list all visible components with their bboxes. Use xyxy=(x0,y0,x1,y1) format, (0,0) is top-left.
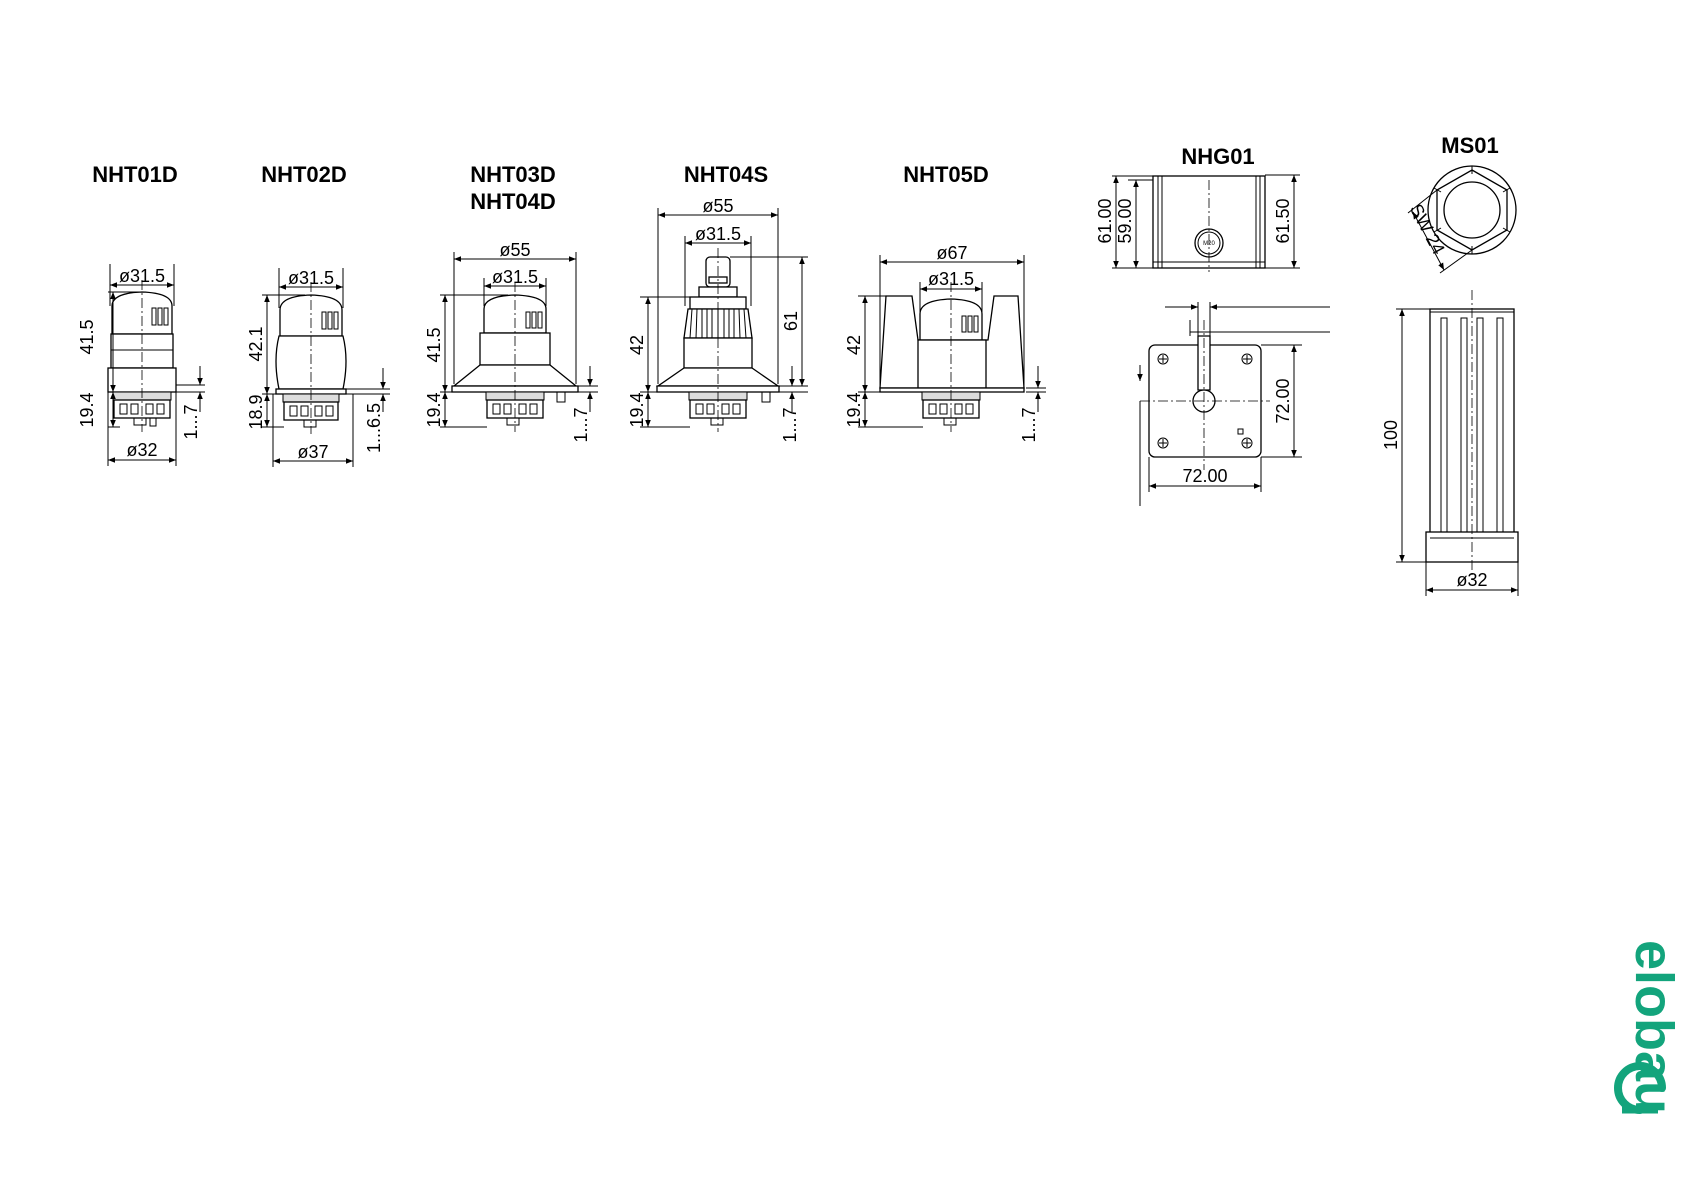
dim-nht02d-height: 42.1 xyxy=(246,326,266,361)
title-nht05d: NHT05D xyxy=(903,162,989,187)
drawing-nhg01: NHG01 M20 61.00 59.00 61.50 xyxy=(1095,144,1330,506)
part-nhg01-front: M20 xyxy=(1153,176,1265,272)
drawing-ms01: MS01 SW 24 xyxy=(1381,133,1518,596)
drawing-nht04s: NHT04S ø55 xyxy=(627,162,808,443)
title-nht01d: NHT01D xyxy=(92,162,178,187)
dim-nht03d-lower: 19.4 xyxy=(424,392,444,427)
part-nht04s xyxy=(657,248,779,432)
dim-nht04s-panel: 1...7 xyxy=(780,407,800,442)
title-ms01: MS01 xyxy=(1441,133,1498,158)
dim-nht02d-head-dia: ø31.5 xyxy=(288,268,334,288)
drawing-nht01d: NHT01D ø31.5 41.5 19.4 1...7 xyxy=(77,162,205,466)
dim-nht01d-panel: 1...7 xyxy=(181,404,201,439)
dim-nht04s-lower: 19.4 xyxy=(627,392,647,427)
dim-nhg01-h-right: 61.50 xyxy=(1273,198,1293,243)
dim-nht05d-lower: 19.4 xyxy=(844,392,864,427)
title-nht02d: NHT02D xyxy=(261,162,347,187)
dim-nht01d-head-dia: ø31.5 xyxy=(119,266,165,286)
part-nhg01-top xyxy=(1140,320,1270,470)
dim-nht03d-head-dia: ø31.5 xyxy=(492,267,538,287)
part-nht01d xyxy=(108,280,176,432)
title-nht04d: NHT04D xyxy=(470,189,556,214)
dim-nht04s-outer-dia: ø55 xyxy=(702,196,733,216)
dim-ms01-dia: ø32 xyxy=(1456,570,1487,590)
dim-ms01-length: 100 xyxy=(1381,420,1401,450)
dim-nht05d-panel: 1...7 xyxy=(1019,407,1039,442)
title-nht04s: NHT04S xyxy=(684,162,768,187)
title-nhg01: NHG01 xyxy=(1181,144,1254,169)
drawing-nht05d: NHT05D ø67 ø31.5 42 19.4 xyxy=(844,162,1046,443)
part-nht02d xyxy=(276,282,346,434)
drawing-nht03d: NHT03D NHT04D ø55 ø31.5 41.5 19 xyxy=(424,162,598,443)
dim-nht05d-height: 42 xyxy=(844,335,864,355)
dim-nhg01-plan-w: 72.00 xyxy=(1182,466,1227,486)
dim-nht02d-base-dia: ø37 xyxy=(297,442,328,462)
dim-nht01d-lower: 19.4 xyxy=(77,392,97,427)
elobau-logo: elobau xyxy=(1618,940,1684,1114)
dim-nht03d-outer-dia: ø55 xyxy=(499,240,530,260)
dim-nht02d-panel: 1...6.5 xyxy=(364,403,384,453)
part-ms01-side xyxy=(1426,290,1518,580)
dim-nht01d-height: 41.5 xyxy=(77,319,97,354)
dim-nht01d-base-dia: ø32 xyxy=(126,440,157,460)
dim-nht05d-head-dia: ø31.5 xyxy=(928,269,974,289)
dim-nht05d-outer-dia: ø67 xyxy=(936,243,967,263)
dim-nhg01-h-outer: 61.00 xyxy=(1095,198,1115,243)
part-nht03d xyxy=(452,282,578,432)
brand-wordmark: elobau xyxy=(1624,940,1684,1114)
dim-nht03d-panel: 1...7 xyxy=(571,407,591,442)
dim-nhg01-plan-h: 72.00 xyxy=(1273,378,1293,423)
title-nht03d: NHT03D xyxy=(470,162,556,187)
dim-nht04s-head-dia: ø31.5 xyxy=(695,224,741,244)
dim-nht02d-lower: 18.9 xyxy=(246,394,266,429)
dim-nht03d-height: 41.5 xyxy=(424,327,444,362)
dim-nht04s-height: 42 xyxy=(627,335,647,355)
dim-nht04s-total: 61 xyxy=(781,311,801,331)
part-nht05d xyxy=(880,282,1024,432)
dim-nhg01-h-inner: 59.00 xyxy=(1115,198,1135,243)
drawing-nht02d: NHT02D ø31.5 42.1 18.9 1...6.5 xyxy=(246,162,390,467)
